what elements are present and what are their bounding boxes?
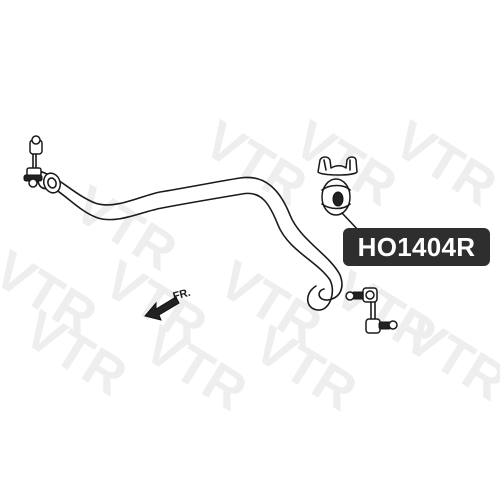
bar-bushing-left (42, 172, 62, 194)
watermark-text: VTR (384, 109, 500, 217)
front-direction-arrow: FR. (144, 287, 192, 321)
stabilizer-link-left (23, 135, 43, 188)
part-number-label: HO1404R (343, 228, 490, 266)
direction-label: FR. (172, 287, 192, 303)
stabilizer-bar (37, 171, 343, 311)
stabilizer-link-right (345, 287, 398, 334)
bushing-bracket (317, 156, 361, 233)
